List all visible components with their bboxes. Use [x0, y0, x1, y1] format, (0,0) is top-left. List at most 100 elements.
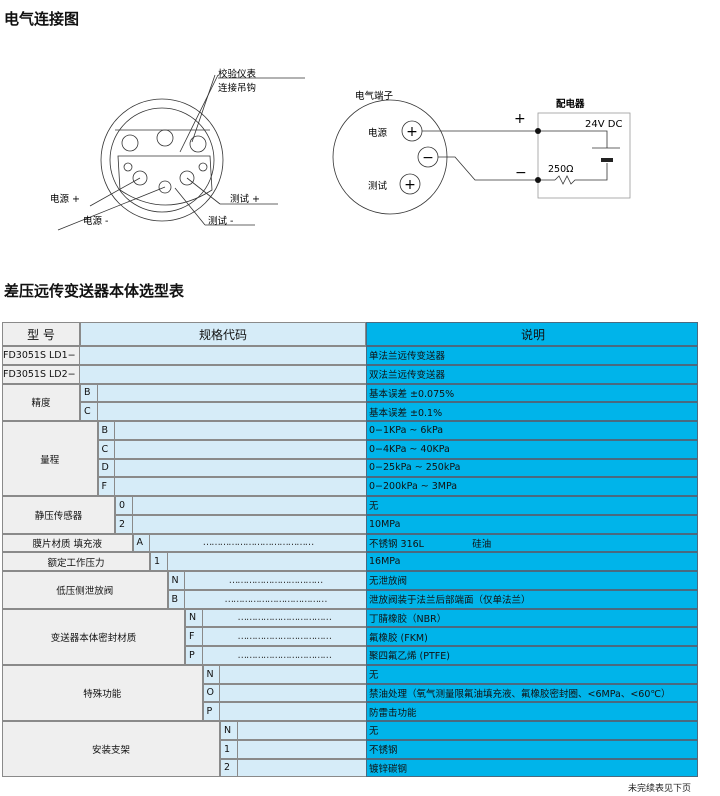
- terminal-block-diagram: 校验仪表 连接吊钩 电源 + 电源 - 测试 + 测试 -: [50, 68, 305, 231]
- test-plus-label: 测试 +: [230, 193, 260, 205]
- code-cell[interactable]: 2: [115, 514, 133, 534]
- header-code: 规格代码: [80, 322, 366, 346]
- code-cell[interactable]: B: [167, 589, 185, 609]
- model-cell: FD3051S LD2−: [2, 364, 80, 384]
- desc-cell: 不锈钢: [366, 739, 698, 759]
- section-title-selection: 差压远传变送器本体选型表: [4, 282, 185, 300]
- code-fill: [97, 383, 366, 403]
- code-cell[interactable]: O: [202, 683, 220, 703]
- power-minus-label: 电源 -: [83, 215, 108, 227]
- minus-sign: −: [515, 165, 527, 181]
- code-cell[interactable]: 2: [220, 758, 238, 778]
- voltage-label: 24V DC: [585, 119, 622, 130]
- desc-cell: 0−1KPa ~ 6kPa: [366, 421, 698, 440]
- code-cell[interactable]: 1: [150, 552, 168, 571]
- code-fill: [220, 664, 366, 684]
- terminal-title: 电气端子: [355, 90, 394, 102]
- desc-cell: 基本误差 ±0.1%: [366, 402, 698, 421]
- power-plus-label: 电源 +: [50, 193, 80, 205]
- code-cell[interactable]: P: [185, 646, 203, 665]
- desc-cell: 无: [366, 664, 698, 684]
- group-label: 安装支架: [2, 721, 220, 778]
- code-fill: [115, 477, 366, 496]
- code-fill: [115, 421, 366, 440]
- code-cell[interactable]: 0: [115, 496, 133, 515]
- code-cell[interactable]: N: [220, 721, 238, 740]
- section-title-wiring: 电气连接图: [4, 10, 80, 28]
- code-cell[interactable]: D: [97, 458, 115, 478]
- code-fill: [80, 364, 366, 384]
- code-cell[interactable]: N: [185, 608, 203, 628]
- desc-cell: 防雷击功能: [366, 702, 698, 721]
- code-cell[interactable]: B: [80, 383, 98, 403]
- svg-text:+: +: [406, 124, 418, 140]
- group-label: 特殊功能: [2, 664, 203, 721]
- code-cell[interactable]: N: [167, 571, 185, 590]
- code-cell[interactable]: 1: [220, 739, 238, 759]
- code-fill: ………………………………: [185, 589, 366, 609]
- svg-text:−: −: [422, 150, 434, 166]
- code-fill: [167, 552, 366, 571]
- code-fill: [80, 346, 366, 365]
- group-label: 低压侧泄放阀: [2, 571, 168, 609]
- code-cell[interactable]: C: [80, 402, 98, 421]
- code-fill: ……………………………: [202, 627, 366, 646]
- code-cell[interactable]: P: [202, 702, 220, 721]
- group-label: 额定工作压力: [2, 552, 150, 571]
- power-label: 电源: [368, 127, 388, 139]
- group-label: 静压传感器: [2, 496, 115, 534]
- hook-label-1: 校验仪表: [218, 68, 257, 80]
- code-fill: [115, 439, 366, 459]
- desc-cell: 10MPa: [366, 514, 698, 534]
- desc-cell: 聚四氟乙烯 (PTFE): [366, 646, 698, 665]
- code-fill: …………………………………: [150, 533, 366, 553]
- desc-cell: 0−25kPa ~ 250kPa: [366, 458, 698, 478]
- code-fill: ……………………………: [202, 608, 366, 628]
- desc-cell: 无: [366, 496, 698, 515]
- desc-cell: 泄放阀装于法兰后部端面（仅单法兰）: [366, 589, 698, 609]
- code-cell[interactable]: A: [132, 533, 150, 553]
- code-fill: [237, 739, 366, 759]
- resistor-label: 250Ω: [548, 164, 573, 175]
- desc-cell: 无: [366, 721, 698, 740]
- header-model: 型 号: [2, 322, 80, 346]
- plus-sign: +: [514, 111, 526, 127]
- header-desc: 说明: [366, 322, 698, 346]
- desc-cell: 0−200kPa ~ 3MPa: [366, 477, 698, 496]
- code-fill: ……………………………: [202, 646, 366, 665]
- desc-cell: 双法兰远传变送器: [366, 364, 698, 384]
- code-fill: [97, 402, 366, 421]
- code-cell[interactable]: C: [97, 439, 115, 459]
- code-fill: [115, 458, 366, 478]
- desc-cell: 丁腈橡胶（NBR）: [366, 608, 698, 628]
- test-label: 测试: [368, 180, 388, 192]
- code-cell[interactable]: B: [97, 421, 115, 440]
- code-fill: [237, 721, 366, 740]
- hook-label-2: 连接吊钩: [218, 82, 256, 94]
- code-fill: [220, 683, 366, 703]
- code-fill: ……………………………: [185, 571, 366, 590]
- code-cell[interactable]: N: [202, 664, 220, 684]
- desc-cell: 禁油处理（氧气测量限氟油填充液、氟橡胶密封圈、<6MPa、<60℃）: [366, 683, 698, 703]
- code-fill: [220, 702, 366, 721]
- code-cell[interactable]: F: [97, 477, 115, 496]
- code-fill: [237, 758, 366, 778]
- desc-cell: 基本误差 ±0.075%: [366, 383, 698, 403]
- wiring-diagram: + − + 电气端子 电源 测试 配电器 24V DC 250Ω + −: [332, 90, 631, 215]
- group-label: 变送器本体密封材质: [2, 608, 185, 665]
- group-label: 量程: [2, 421, 98, 496]
- group-label: 膜片材质 填充液: [2, 533, 133, 553]
- model-cell: FD3051S LD1−: [2, 346, 80, 365]
- desc-cell: 16MPa: [366, 552, 698, 571]
- desc-cell: 不锈钢 316L 硅油: [366, 533, 698, 553]
- code-cell[interactable]: F: [185, 627, 203, 646]
- code-fill: [132, 514, 366, 534]
- code-fill: [132, 496, 366, 515]
- supply-title: 配电器: [556, 98, 585, 110]
- desc-cell: 氟橡胶 (FKM): [366, 627, 698, 646]
- desc-cell: 0−4KPa ~ 40KPa: [366, 439, 698, 459]
- desc-cell: 无泄放阀: [366, 571, 698, 590]
- footer-note: 未完续表见下页: [628, 784, 692, 794]
- desc-cell: 镀锌碳钢: [366, 758, 698, 778]
